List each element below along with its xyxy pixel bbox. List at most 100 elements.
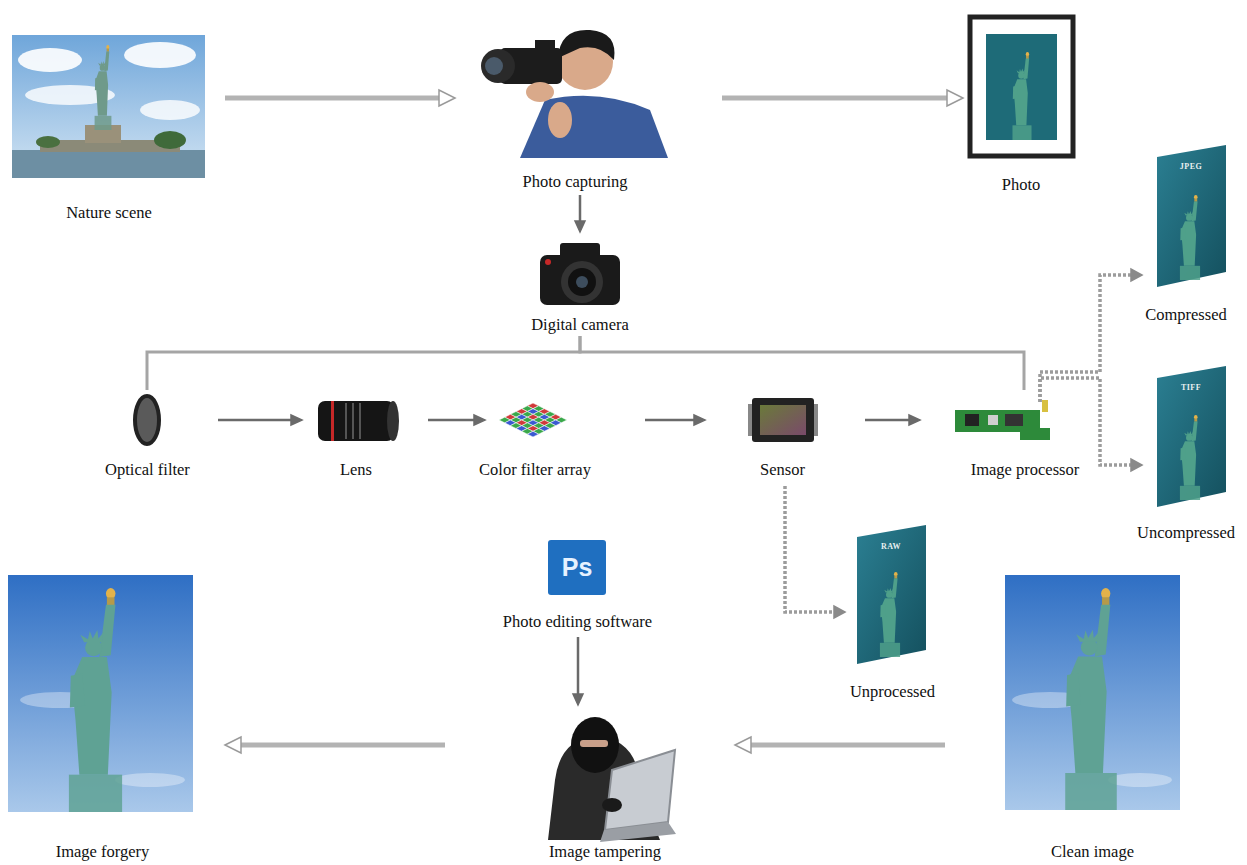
format-tag: JPEG — [1180, 162, 1202, 171]
photographer — [481, 30, 668, 158]
arrow-heads — [291, 415, 302, 425]
image-node: Color filter array — [465, 392, 605, 480]
image-node: Photo editing software — [470, 537, 685, 632]
sensor-chip — [748, 398, 818, 442]
connector-line — [1040, 275, 1131, 402]
connector — [1040, 269, 1142, 402]
connector — [645, 415, 705, 425]
format-tag: RAW — [881, 542, 901, 551]
connector — [735, 737, 945, 753]
caption: Photo capturing — [521, 172, 630, 192]
connector — [1040, 378, 1142, 471]
arrow-heads — [1131, 269, 1142, 281]
caption: Digital camera — [529, 315, 631, 335]
caption: Photo editing software — [501, 612, 654, 632]
caption: Image tampering — [547, 842, 663, 862]
image-node: Compressed — [1130, 145, 1242, 325]
arrow-heads — [694, 415, 705, 425]
arrow-head — [474, 415, 485, 425]
forged-photo — [8, 575, 193, 812]
arrow-head — [575, 221, 585, 232]
arrow-head — [834, 606, 845, 618]
arrow-head — [947, 90, 963, 106]
arrow-heads — [1131, 459, 1142, 471]
image-node: Lens — [310, 395, 402, 480]
connector — [575, 195, 585, 232]
arrow-heads — [909, 415, 920, 425]
arrow-heads — [735, 737, 751, 753]
hacker-figure — [548, 717, 676, 842]
arrow-heads — [474, 415, 485, 425]
connector-line — [722, 96, 947, 101]
caption: Sensor — [758, 460, 807, 480]
caption: Compressed — [1143, 305, 1229, 325]
app-icon — [548, 540, 606, 595]
arrow-head — [291, 415, 302, 425]
framed-photo — [970, 17, 1073, 156]
connector-line — [579, 195, 582, 221]
format-tag: TIFF — [1181, 383, 1201, 392]
caption: Image processor — [969, 460, 1082, 480]
image-node: Sensor — [740, 392, 825, 480]
caption: Unprocessed — [848, 682, 937, 702]
caption: Clean image — [1049, 842, 1136, 862]
image-node: Image forgery — [5, 572, 200, 862]
image-node: Image tampering — [520, 712, 690, 862]
connector — [225, 90, 455, 106]
bayer-grid — [499, 403, 567, 437]
connector-line — [785, 486, 834, 612]
image-node: Digital camera — [520, 235, 640, 335]
connector — [722, 90, 963, 106]
connector-line — [865, 419, 909, 422]
tiff-file — [1157, 366, 1226, 507]
connector — [225, 737, 445, 753]
arrow-heads — [947, 90, 963, 106]
connector-line — [580, 336, 1024, 390]
connector-line — [218, 419, 291, 422]
connector — [428, 415, 485, 425]
caption: Optical filter — [103, 460, 192, 480]
caption: Color filter array — [477, 460, 593, 480]
arrow-head — [439, 90, 455, 106]
clean-photo — [1005, 575, 1180, 810]
arrow-heads — [439, 90, 455, 106]
connector-line — [241, 743, 445, 748]
arrow-heads — [575, 221, 585, 232]
arrow-head — [1131, 269, 1142, 281]
arrow-heads — [225, 737, 241, 753]
raw-file — [857, 525, 926, 664]
connector — [865, 415, 920, 425]
connector — [580, 336, 1024, 390]
arrow-heads — [834, 606, 845, 618]
arrow-head — [573, 694, 583, 705]
image-node: Photo — [965, 12, 1077, 195]
image-node: Photo capturing — [475, 16, 675, 192]
caption: Image forgery — [54, 842, 152, 862]
caption: Uncompressed — [1135, 523, 1237, 543]
connector-line — [577, 637, 580, 694]
lens-icon — [318, 401, 399, 441]
caption: Lens — [338, 460, 374, 480]
nature-scene-photo — [12, 35, 205, 178]
caption: Photo — [1000, 175, 1043, 195]
connector-line — [751, 743, 945, 748]
jpeg-file — [1157, 145, 1226, 287]
image-node: Clean image — [1000, 572, 1185, 862]
camera-icon — [540, 243, 620, 305]
image-node: Nature scene — [10, 33, 208, 223]
connector-line — [645, 419, 694, 422]
image-node: Uncompressed — [1130, 365, 1242, 543]
app-icon-text: Ps — [562, 553, 593, 582]
arrow-head — [225, 737, 241, 753]
connector-line — [225, 96, 439, 101]
connector-line — [428, 419, 474, 422]
connector — [785, 486, 845, 618]
image-node: Optical filter — [85, 392, 210, 480]
arrow-heads — [573, 694, 583, 705]
filter-icon — [135, 396, 159, 444]
caption: Nature scene — [64, 203, 154, 223]
connector — [147, 336, 580, 390]
